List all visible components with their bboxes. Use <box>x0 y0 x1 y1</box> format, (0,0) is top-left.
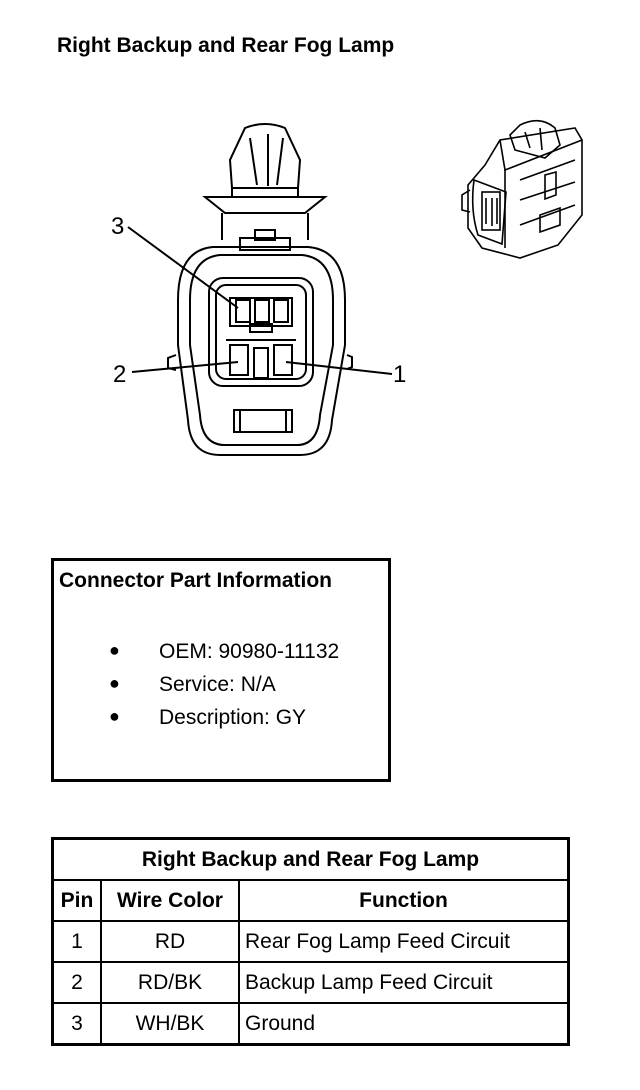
info-service: Service: N/A <box>159 673 276 696</box>
cell-pin: 1 <box>51 920 102 963</box>
connector-info-heading: Connector Part Information <box>59 569 333 592</box>
info-oem: OEM: 90980-11132 <box>159 640 340 663</box>
pin-table: Right Backup and Rear Fog Lamp Pin Wire … <box>51 837 570 1046</box>
cell-pin: 3 <box>51 1002 102 1046</box>
connector-diagram: 3 2 1 <box>111 119 583 456</box>
bullet-icon: ● <box>109 640 120 660</box>
page-title: Right Backup and Rear Fog Lamp <box>57 34 395 57</box>
table-row: 3 WH/BK Ground <box>51 1002 570 1046</box>
cell-wire-color: WH/BK <box>100 1002 240 1046</box>
info-description: Description: GY <box>159 706 307 729</box>
connector-info-box: Connector Part Information ● OEM: 90980-… <box>51 558 391 782</box>
cell-wire-color: RD/BK <box>100 961 240 1004</box>
header-pin: Pin <box>51 879 102 922</box>
table-row: 1 RD Rear Fog Lamp Feed Circuit <box>51 920 570 963</box>
header-function: Function <box>238 879 570 922</box>
header-wire-color: Wire Color <box>100 879 240 922</box>
pin-table-caption: Right Backup and Rear Fog Lamp <box>51 837 570 881</box>
bullet-icon: ● <box>109 673 120 693</box>
cell-pin: 2 <box>51 961 102 1004</box>
connector-iso-view <box>461 119 583 259</box>
connector-front-view <box>127 123 393 456</box>
cell-function: Backup Lamp Feed Circuit <box>238 961 570 1004</box>
pin-label-3: 3 <box>111 213 124 240</box>
pin-label-2: 2 <box>113 361 126 388</box>
cell-wire-color: RD <box>100 920 240 963</box>
table-row: 2 RD/BK Backup Lamp Feed Circuit <box>51 961 570 1004</box>
bullet-icon: ● <box>109 706 120 726</box>
cell-function: Ground <box>238 1002 570 1046</box>
pin-label-1: 1 <box>393 361 406 388</box>
cell-function: Rear Fog Lamp Feed Circuit <box>238 920 570 963</box>
